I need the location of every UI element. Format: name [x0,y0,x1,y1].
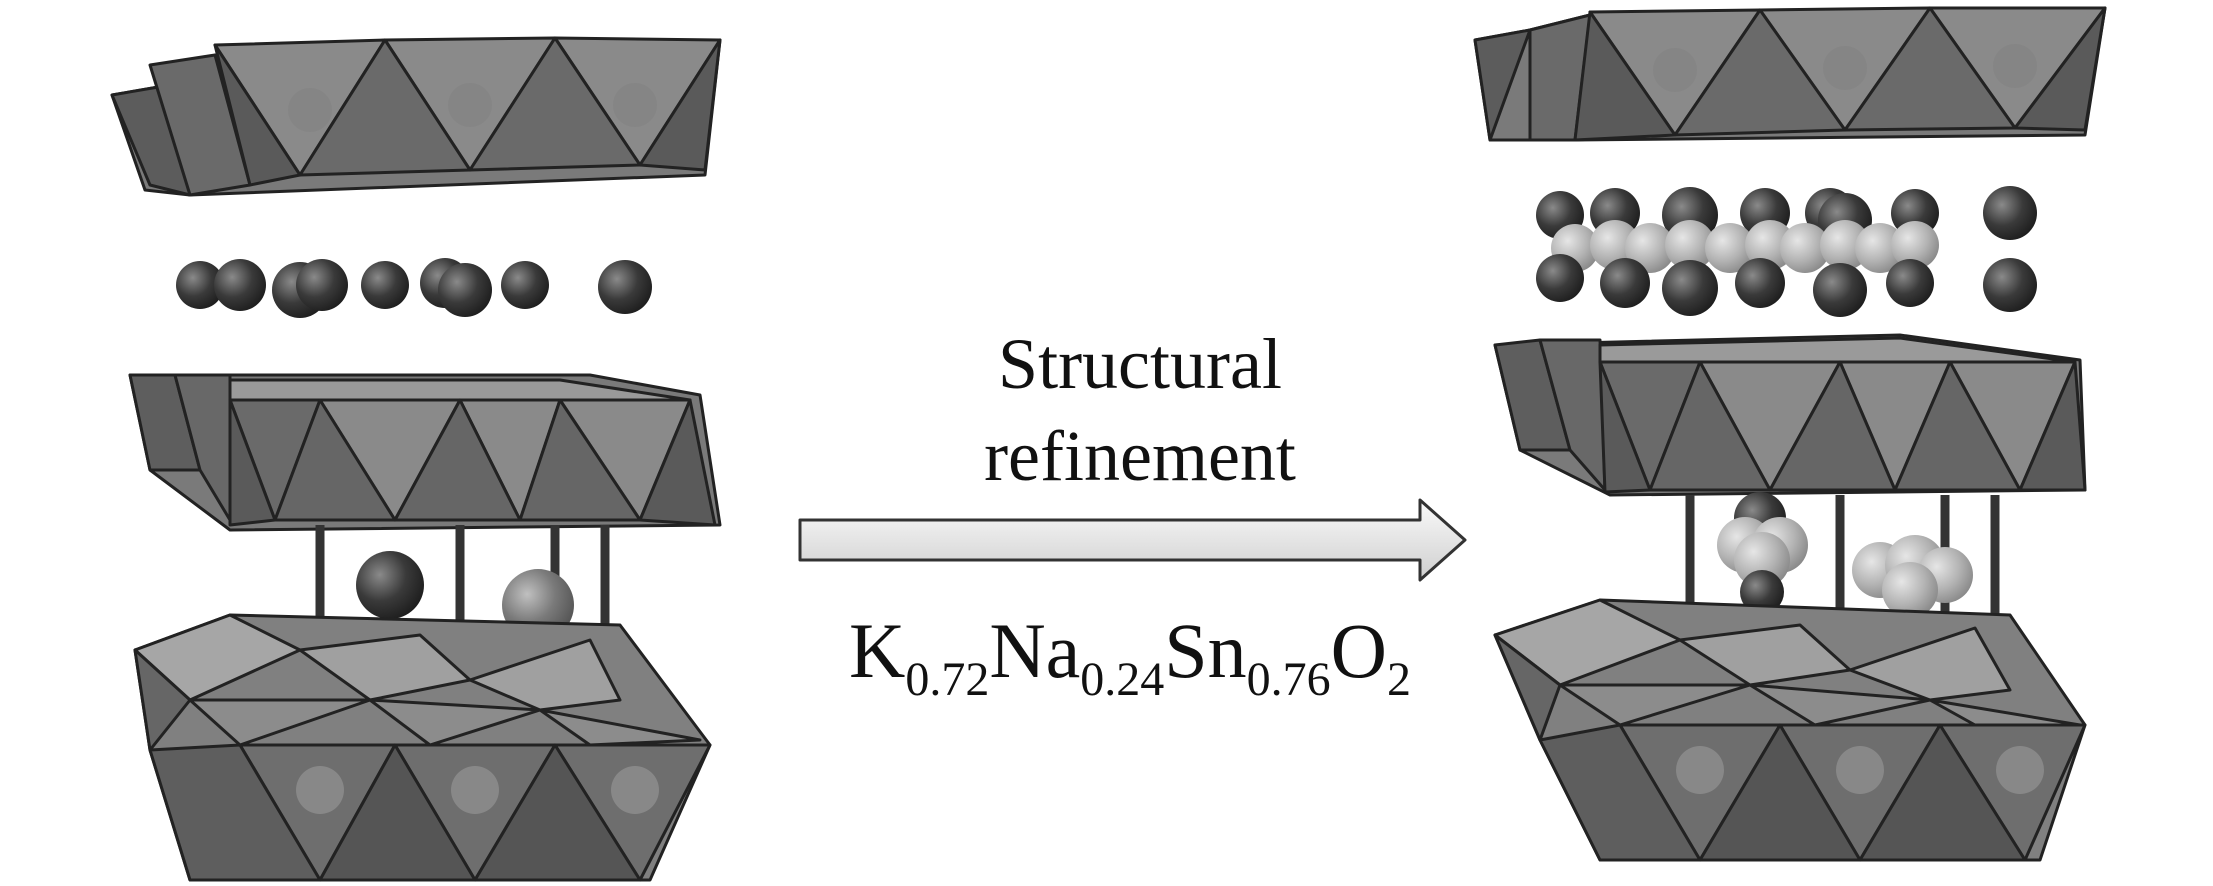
middle-octahedral-layer-refined [1493,333,2087,497]
formula-element-na: Na [989,607,1081,694]
k-atom [356,551,424,619]
formula-element-sn: Sn [1164,607,1247,694]
na-atom-band [1551,220,1939,273]
k-atom-row [176,258,652,318]
initial-structure [110,36,722,882]
bottom-octahedral-layer-refined [1493,598,2087,862]
top-octahedral-layer-refined [1473,6,2107,142]
k-atom-row-lower [1536,254,2037,317]
formula-subscript-o: 2 [1387,653,1412,706]
chemical-formula: K0.72Na0.24Sn0.76O2 [770,606,1490,704]
bottom-octahedral-layer [133,613,712,882]
formula-subscript-sn: 0.76 [1246,653,1331,706]
arrow-label-line2: refinement [984,416,1296,496]
refined-structure [1473,6,2107,862]
k-split-site [1717,492,1808,640]
formula-subscript-na: 0.24 [1080,653,1165,706]
formula-element-k: K [848,607,906,694]
formula-subscript-k: 0.72 [905,653,990,706]
formula-element-o: O [1330,607,1388,694]
refinement-arrow [798,498,1467,582]
na-split-site [1852,535,1973,618]
middle-octahedral-layer [128,373,722,532]
arrow-label-line1: Structural [998,324,1282,404]
top-octahedral-layer [110,36,722,197]
arrow-label: Structural refinement [790,318,1490,502]
